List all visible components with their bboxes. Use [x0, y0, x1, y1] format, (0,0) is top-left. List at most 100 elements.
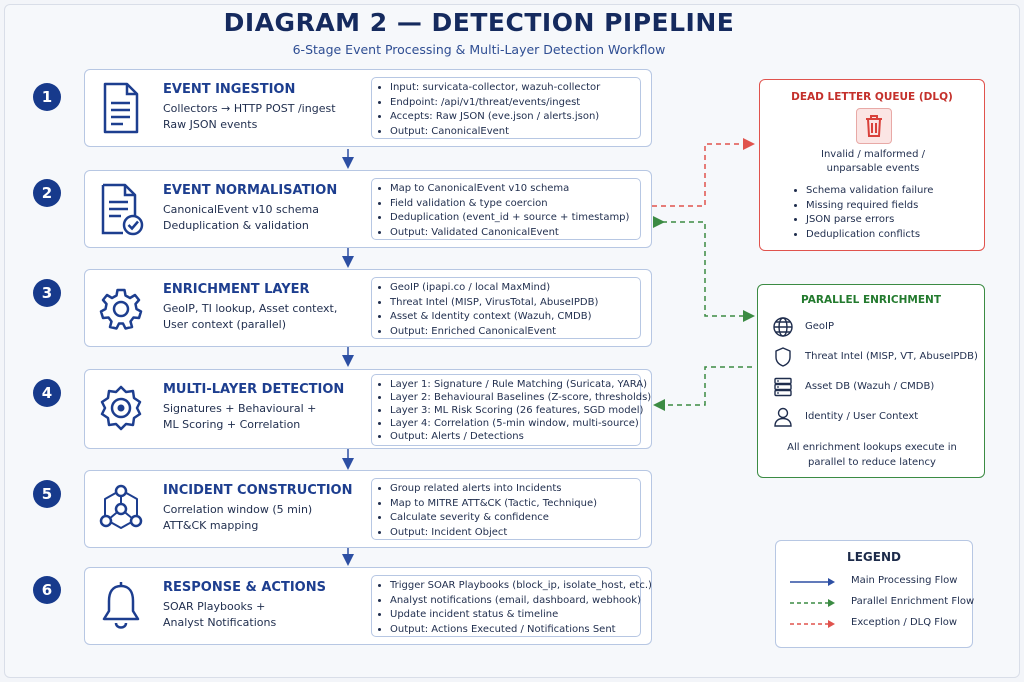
stage-desc-line: Analyst Notifications [163, 616, 277, 629]
bell-icon [97, 579, 145, 633]
stage-number-1: 1 [33, 83, 61, 111]
parallel-note-line: parallel to reduce latency [808, 456, 936, 468]
dlq-reason: Schema validation failure [806, 184, 933, 199]
detail-item: Output: Validated CanonicalEvent [390, 226, 634, 241]
stage-number-3: 3 [33, 279, 61, 307]
dlq-reason: Deduplication conflicts [806, 228, 933, 243]
parallel-item-label: GeoIP [805, 321, 834, 332]
detail-item: Group related alerts into Incidents [390, 482, 634, 497]
stage-description: Signatures + Behavioural + ML Scoring + C… [163, 401, 353, 433]
stage-detail-box: Group related alerts into Incidents Map … [371, 478, 641, 540]
legend-main-flow: Main Processing Flow [788, 575, 968, 589]
detail-item: Output: Alerts / Detections [390, 430, 634, 443]
detail-item: Calculate severity & confidence [390, 511, 634, 526]
stage-response-actions: RESPONSE & ACTIONS SOAR Playbooks + Analy… [84, 567, 652, 645]
stage-number-6: 6 [33, 576, 61, 604]
stage-desc-line: Deduplication & validation [163, 219, 309, 232]
detail-item: Map to MITRE ATT&CK (Tactic, Technique) [390, 497, 634, 512]
trash-icon [856, 108, 892, 144]
legend-parallel-flow: Parallel Enrichment Flow [788, 596, 974, 610]
detail-item: Endpoint: /api/v1/threat/events/ingest [390, 96, 634, 111]
stage-title: EVENT INGESTION [163, 82, 296, 97]
stage-number-4: 4 [33, 379, 61, 407]
network-nodes-icon [97, 482, 145, 536]
document-check-icon [97, 182, 145, 236]
stage-event-ingestion: EVENT INGESTION Collectors → HTTP POST /… [84, 69, 652, 147]
stage-description: SOAR Playbooks + Analyst Notifications [163, 599, 353, 631]
stage-desc-line: CanonicalEvent v10 schema [163, 203, 319, 216]
legend-green-dashed-arrow [790, 599, 835, 607]
parallel-item-label: Identity / User Context [805, 411, 919, 422]
parallel-enrichment-box: PARALLEL ENRICHMENT GeoIP Threat Intel (… [757, 284, 985, 478]
detail-item: Update incident status & timeline [390, 608, 634, 623]
dlq-reason: JSON parse errors [806, 213, 933, 228]
stage-detail-box: Layer 1: Signature / Rule Matching (Suri… [371, 374, 651, 446]
stage-desc-line: ATT&CK mapping [163, 519, 259, 532]
stage-detail-box: Input: survicata-collector, wazuh-collec… [371, 77, 641, 139]
user-icon [772, 406, 794, 428]
dlq-reasons-list: Schema validation failure Missing requir… [792, 184, 933, 242]
stage-incident-construction: INCIDENT CONSTRUCTION Correlation window… [84, 470, 652, 548]
parallel-item-label: Threat Intel (MISP, VT, AbuseIPDB) [805, 351, 978, 362]
detail-item: Map to CanonicalEvent v10 schema [390, 182, 634, 197]
parallel-note-line: All enrichment lookups execute in [787, 442, 957, 453]
stage-multi-layer-detection: MULTI-LAYER DETECTION Signatures + Behav… [84, 369, 652, 449]
detail-item: Output: Actions Executed / Notifications… [390, 623, 634, 638]
legend-label: Main Processing Flow [851, 575, 958, 586]
stage-desc-line: ML Scoring + Correlation [163, 418, 301, 431]
legend-dlq-flow: Exception / DLQ Flow [788, 617, 968, 631]
stage-enrichment-layer: ENRICHMENT LAYER GeoIP, TI lookup, Asset… [84, 269, 652, 347]
stage-description: GeoIP, TI lookup, Asset context, User con… [163, 301, 353, 333]
parallel-item-identity: Identity / User Context [772, 406, 972, 430]
stage-title: EVENT NORMALISATION [163, 183, 338, 198]
detail-item: Output: CanonicalEvent [390, 125, 634, 140]
stage-description: Correlation window (5 min)ATT&CK mapping [163, 502, 353, 534]
detail-item: Output: Incident Object [390, 526, 634, 541]
detail-item: Layer 2: Behavioural Baselines (Z-score,… [390, 391, 651, 404]
dlq-description: Invalid / malformed / unparsable events [780, 148, 966, 175]
diagram-title: DIAGRAM 2 — DETECTION PIPELINE [223, 8, 735, 37]
parallel-item-geoip: GeoIP [772, 316, 972, 340]
detail-item: Accepts: Raw JSON (eve.json / alerts.jso… [390, 110, 634, 125]
stage-title: MULTI-LAYER DETECTION [163, 382, 345, 397]
diagram-subtitle: 6-Stage Event Processing & Multi-Layer D… [292, 42, 666, 57]
detail-item: Layer 4: Correlation (5-min window, mult… [390, 417, 639, 430]
document-icon [97, 81, 145, 135]
stage-title: RESPONSE & ACTIONS [163, 580, 326, 595]
detail-item: Threat Intel (MISP, VirusTotal, AbuseIPD… [390, 296, 634, 311]
stage-detail-box: Trigger SOAR Playbooks (block_ip, isolat… [371, 575, 652, 638]
detail-item: Input: survicata-collector, wazuh-collec… [390, 81, 634, 96]
stage-detail-box: GeoIP (ipapi.co / local MaxMind) Threat … [371, 277, 641, 339]
stage-desc-line: Signatures + Behavioural + [163, 402, 317, 415]
legend-red-dashed-arrow [790, 620, 835, 628]
dlq-reason: Missing required fields [806, 199, 933, 214]
detail-item: Output: Enriched CanonicalEvent [390, 325, 634, 340]
legend-box: LEGEND Main Processing Flow Parallel Enr… [775, 540, 974, 648]
globe-icon [772, 316, 794, 338]
legend-label: Exception / DLQ Flow [851, 617, 958, 628]
parallel-note: All enrichment lookups execute in paralle… [770, 441, 974, 470]
parallel-item-label: Asset DB (Wazuh / CMDB) [805, 381, 935, 392]
shield-icon [772, 346, 794, 368]
stage-detail-box: Map to CanonicalEvent v10 schema Field v… [371, 178, 641, 240]
legend-solid-arrow [790, 578, 835, 586]
stage-number-2: 2 [33, 179, 61, 207]
dlq-desc-line: Invalid / malformed / [821, 149, 925, 160]
dlq-title: DEAD LETTER QUEUE (DLQ) [791, 91, 953, 103]
stage-desc-line: SOAR Playbooks + [163, 600, 266, 613]
detail-item: Deduplication (event_id + source + times… [390, 211, 634, 226]
parallel-item-threat-intel: Threat Intel (MISP, VT, AbuseIPDB) [772, 346, 978, 370]
stage-desc-line: GeoIP, TI lookup, Asset context, [163, 302, 338, 315]
detail-item: Analyst notifications (email, dashboard,… [390, 594, 641, 609]
stage-number-5: 5 [33, 480, 61, 508]
detail-item: Asset & Identity context (Wazuh, CMDB) [390, 310, 634, 325]
detail-item: Layer 3: ML Risk Scoring (26 features, S… [390, 404, 643, 417]
stage-desc-line: Raw JSON events [163, 118, 258, 131]
dlq-desc-line: unparsable events [826, 162, 920, 174]
stage-desc-line: User context (parallel) [163, 318, 287, 331]
stage-desc-line: Collectors → HTTP POST /ingest [163, 102, 336, 115]
detail-item: Field validation & type coercion [390, 197, 634, 212]
legend-label: Parallel Enrichment Flow [851, 596, 975, 607]
